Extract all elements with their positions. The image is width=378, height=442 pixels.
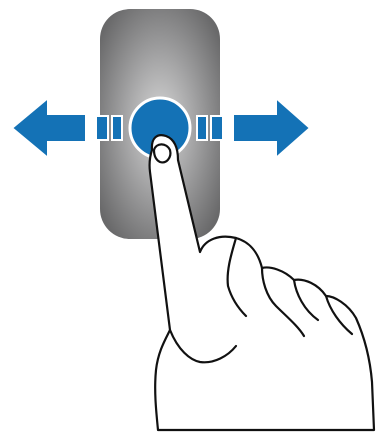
finger-hand-icon (148, 134, 376, 432)
left-arrow-icon (10, 95, 123, 161)
right-arrow-icon (196, 95, 312, 161)
